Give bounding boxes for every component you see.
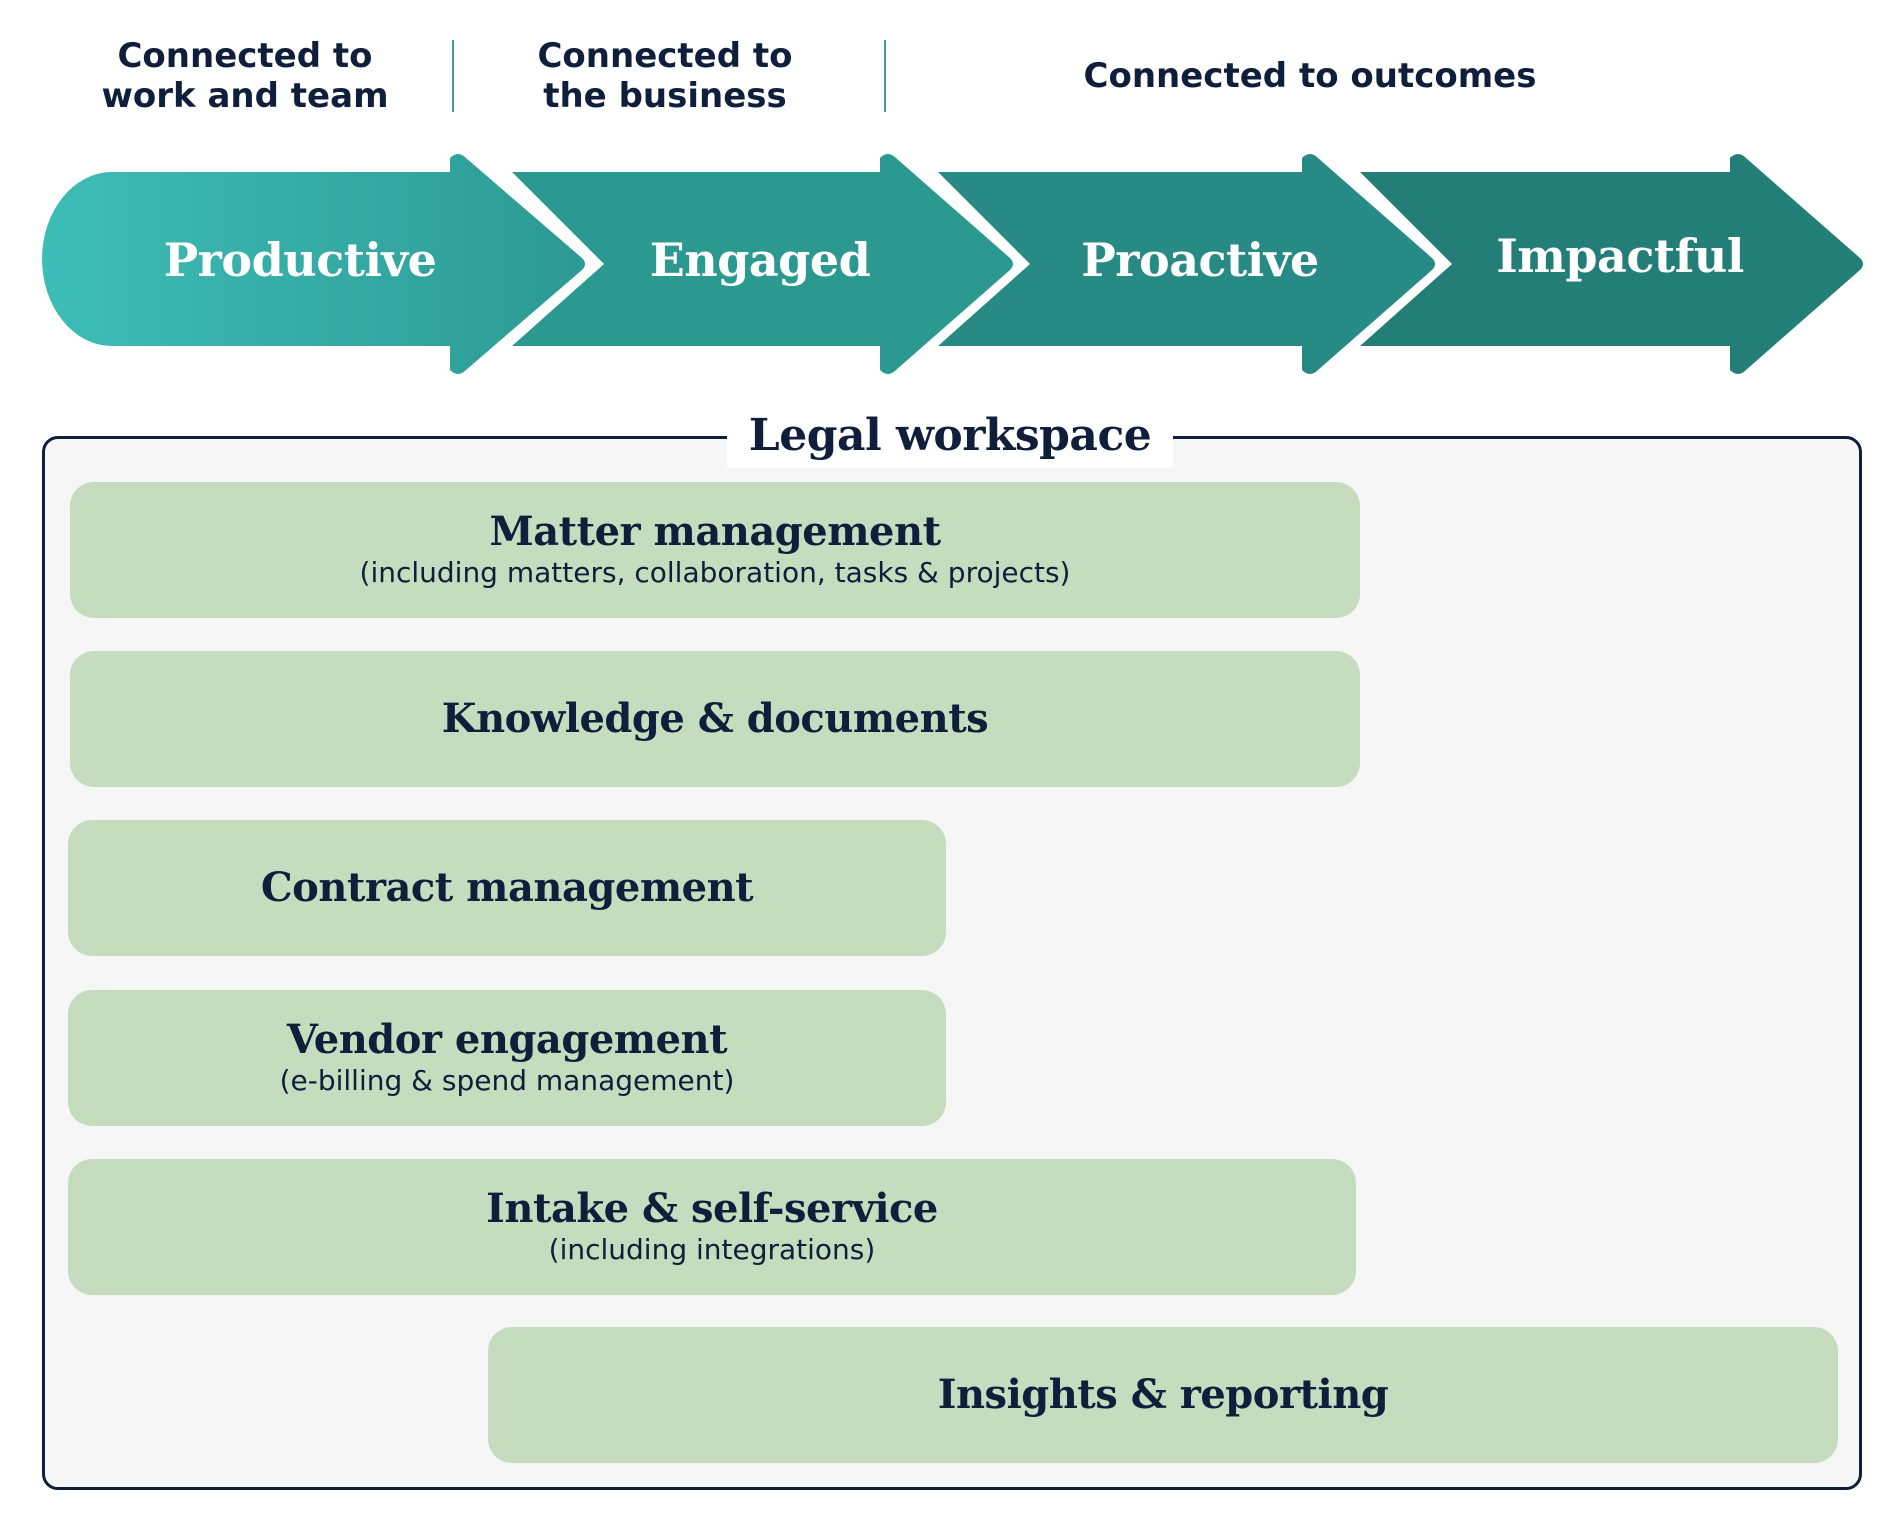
module-knowledge-documents: Knowledge & documents — [70, 651, 1360, 787]
header-separator — [452, 40, 454, 112]
module-subtitle: (including integrations) — [548, 1233, 876, 1266]
header-separator — [884, 40, 886, 112]
module-title: Vendor engagement — [286, 1016, 728, 1063]
stage-arrows — [42, 154, 1863, 374]
module-title: Intake & self-service — [486, 1185, 938, 1232]
header-work-and-team: Connected to work and team — [101, 36, 389, 116]
arrow-productive — [42, 154, 585, 374]
module-title: Knowledge & documents — [441, 695, 989, 742]
stage-label-engaged: Engaged — [649, 233, 871, 287]
module-contract-management: Contract management — [68, 820, 946, 956]
module-vendor-engagement: Vendor engagement (e-billing & spend man… — [68, 990, 946, 1126]
stage-label-impactful: Impactful — [1496, 229, 1744, 283]
header-the-business: Connected to the business — [537, 36, 793, 116]
module-matter-management: Matter management (including matters, co… — [70, 482, 1360, 618]
arrow-proactive — [938, 154, 1435, 374]
module-subtitle: (e-billing & spend management) — [279, 1064, 735, 1097]
module-subtitle: (including matters, collaboration, tasks… — [359, 556, 1071, 589]
module-title: Insights & reporting — [937, 1371, 1389, 1418]
arrow-engaged — [512, 154, 1013, 374]
module-intake-self-service: Intake & self-service (including integra… — [68, 1159, 1356, 1295]
module-title: Contract management — [260, 864, 754, 911]
arrow-impactful — [1360, 154, 1863, 374]
stage-label-proactive: Proactive — [1081, 233, 1319, 287]
header-outcomes: Connected to outcomes — [1083, 56, 1537, 96]
module-insights-reporting: Insights & reporting — [488, 1327, 1838, 1463]
stage-label-productive: Productive — [163, 233, 437, 287]
module-title: Matter management — [489, 508, 941, 555]
